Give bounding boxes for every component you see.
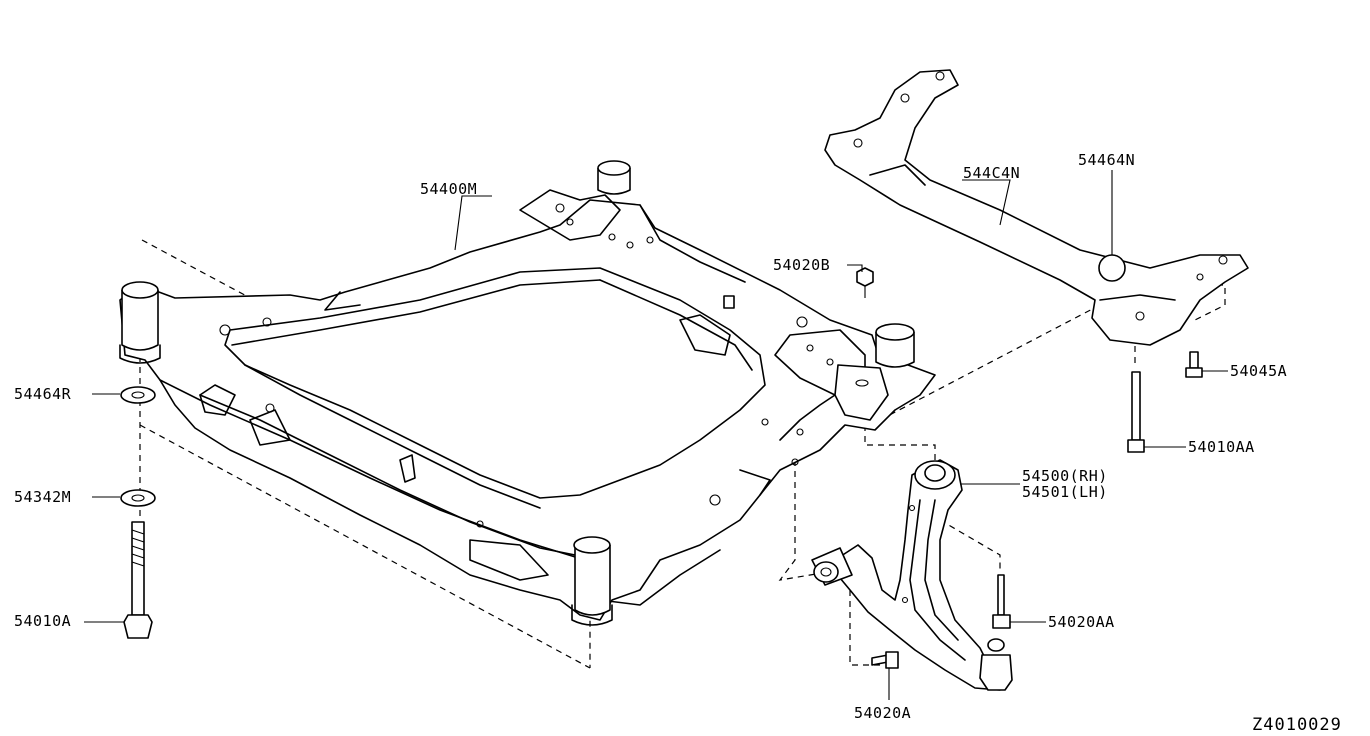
label-54010aa: 54010AA [1188,438,1255,456]
washer-54342m [120,489,156,507]
label-54342m: 54342M [14,488,71,506]
transverse-link [811,459,1013,691]
label-54500-rh: 54500(RH) [1022,467,1108,485]
nut-54020b [856,267,874,298]
washer-54464r [120,386,156,404]
front-suspension-member [119,160,936,626]
member-stay [824,69,1249,346]
bushing-front-left [597,160,631,195]
bushing-rear-left [119,281,161,364]
bolt-54020aa [992,574,1011,629]
label-54045a: 54045A [1230,362,1287,380]
leader-lines [84,170,1228,700]
label-54501-lh: 54501(LH) [1022,483,1108,501]
bolt-54010a [123,521,153,639]
label-54464r: 54464R [14,385,72,403]
bolt-54045a [1185,351,1203,378]
bushing-rear-right [571,536,613,626]
bushing-front-right [875,323,915,368]
label-54464n: 54464N [1078,151,1135,169]
stopper-54464n [1098,254,1126,282]
bolt-54010aa [1127,371,1145,453]
label-54020a: 54020A [854,704,911,722]
bolt-54020a [871,651,899,669]
label-54400m: 54400M [420,180,477,198]
label-54010a: 54010A [14,612,71,630]
label-54020aa: 54020AA [1048,613,1115,631]
label-544c4n: 544C4N [963,164,1020,182]
label-54020b: 54020B [773,256,830,274]
diagram-code: Z4010029 [1252,715,1342,735]
